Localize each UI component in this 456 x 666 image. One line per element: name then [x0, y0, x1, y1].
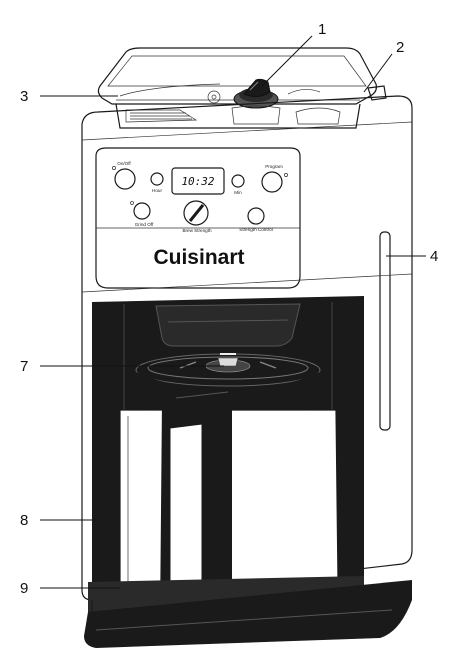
on-off-label: On/Off: [117, 161, 131, 166]
brand-logo: Cuisinart: [153, 246, 244, 269]
callout-7: 7: [20, 358, 28, 375]
control-panel: [112, 166, 288, 226]
leader-1: [261, 35, 313, 87]
clock-display: [171, 167, 225, 195]
heater-base: [84, 576, 412, 648]
min-button: [231, 174, 245, 188]
callout-4: 4: [430, 248, 438, 265]
grind-off-button: [133, 202, 151, 220]
program-button: [261, 171, 283, 193]
grind-off-label: Grind Off: [135, 222, 154, 227]
callout-8: 8: [20, 512, 28, 529]
lid-release-tab: [367, 85, 387, 101]
clock-display-text: 10:32: [181, 175, 214, 188]
callout-3: 3: [20, 88, 28, 105]
callout-leaders: [40, 35, 426, 589]
carafe-handle: [160, 391, 232, 622]
strength-control-label: Strength Control: [239, 227, 272, 232]
strength-control-button: [247, 207, 265, 225]
main-housing: [81, 95, 413, 601]
brew-strength-label: Brew Strength: [182, 228, 212, 233]
on-off-button: [114, 168, 136, 190]
grinder-knob: [233, 78, 279, 109]
callout-1: 1: [318, 21, 326, 38]
callout-9: 9: [20, 580, 28, 597]
callout-2: 2: [396, 39, 404, 56]
leader-2: [363, 53, 393, 93]
grinder-chamber: [115, 103, 361, 129]
brew-strength-dial: [183, 200, 209, 226]
min-label: Min: [234, 190, 242, 195]
hour-button: [150, 172, 164, 186]
hour-label: Hour: [152, 188, 162, 193]
program-label: Program: [265, 164, 283, 169]
